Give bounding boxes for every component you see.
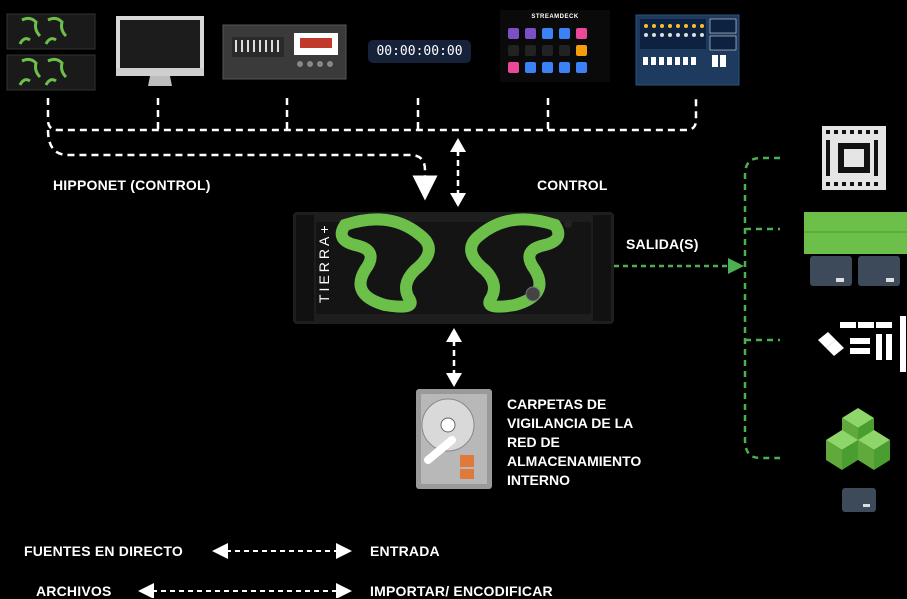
storage-line-3: RED DE bbox=[507, 434, 560, 450]
output-bracket bbox=[743, 156, 780, 460]
hipponet-label: HIPPONET (CONTROL) bbox=[53, 177, 211, 193]
led-strip-icon bbox=[818, 316, 906, 372]
control-arrow bbox=[450, 138, 466, 207]
server-brand: TIERRA+ bbox=[316, 222, 332, 303]
server-icon bbox=[293, 212, 614, 324]
legend-right-1: ENTRADA bbox=[370, 543, 440, 559]
timecode-display: 00:00:00:00 bbox=[368, 40, 471, 63]
salidas-label: SALIDA(S) bbox=[626, 236, 699, 252]
storage-line-4: ALMACENAMIENTO bbox=[507, 453, 642, 469]
legend-left-1: FUENTES EN DIRECTO bbox=[24, 543, 183, 559]
streamdeck-icon bbox=[500, 10, 610, 82]
storage-label: CARPETAS DE VIGILANCIA DE LA RED DE ALMA… bbox=[507, 395, 641, 490]
cube-display-icon bbox=[826, 408, 890, 512]
legend-arrows bbox=[138, 543, 352, 598]
server-stack-icon bbox=[6, 13, 96, 91]
lighting-console-icon bbox=[222, 24, 347, 80]
led-wall-icon bbox=[822, 126, 886, 190]
storage-line-2: VIGILANCIA DE LA bbox=[507, 415, 634, 431]
control-label: CONTROL bbox=[537, 177, 608, 193]
storage-line-1: CARPETAS DE bbox=[507, 396, 607, 412]
legend-right-2: IMPORTAR/ ENCODIFICAR bbox=[370, 583, 553, 599]
mixer-panel-icon bbox=[635, 14, 740, 86]
projector-icon bbox=[804, 212, 907, 286]
legend-left-2: ARCHIVOS bbox=[36, 583, 112, 599]
monitor-icon bbox=[116, 16, 204, 86]
storage-line-5: INTERNO bbox=[507, 472, 570, 488]
control-bus bbox=[46, 98, 698, 201]
storage-arrow bbox=[446, 328, 462, 387]
output-arrow bbox=[614, 258, 744, 274]
streamdeck-label: STREAMDECK bbox=[531, 14, 579, 20]
hard-drive-icon bbox=[416, 389, 492, 489]
